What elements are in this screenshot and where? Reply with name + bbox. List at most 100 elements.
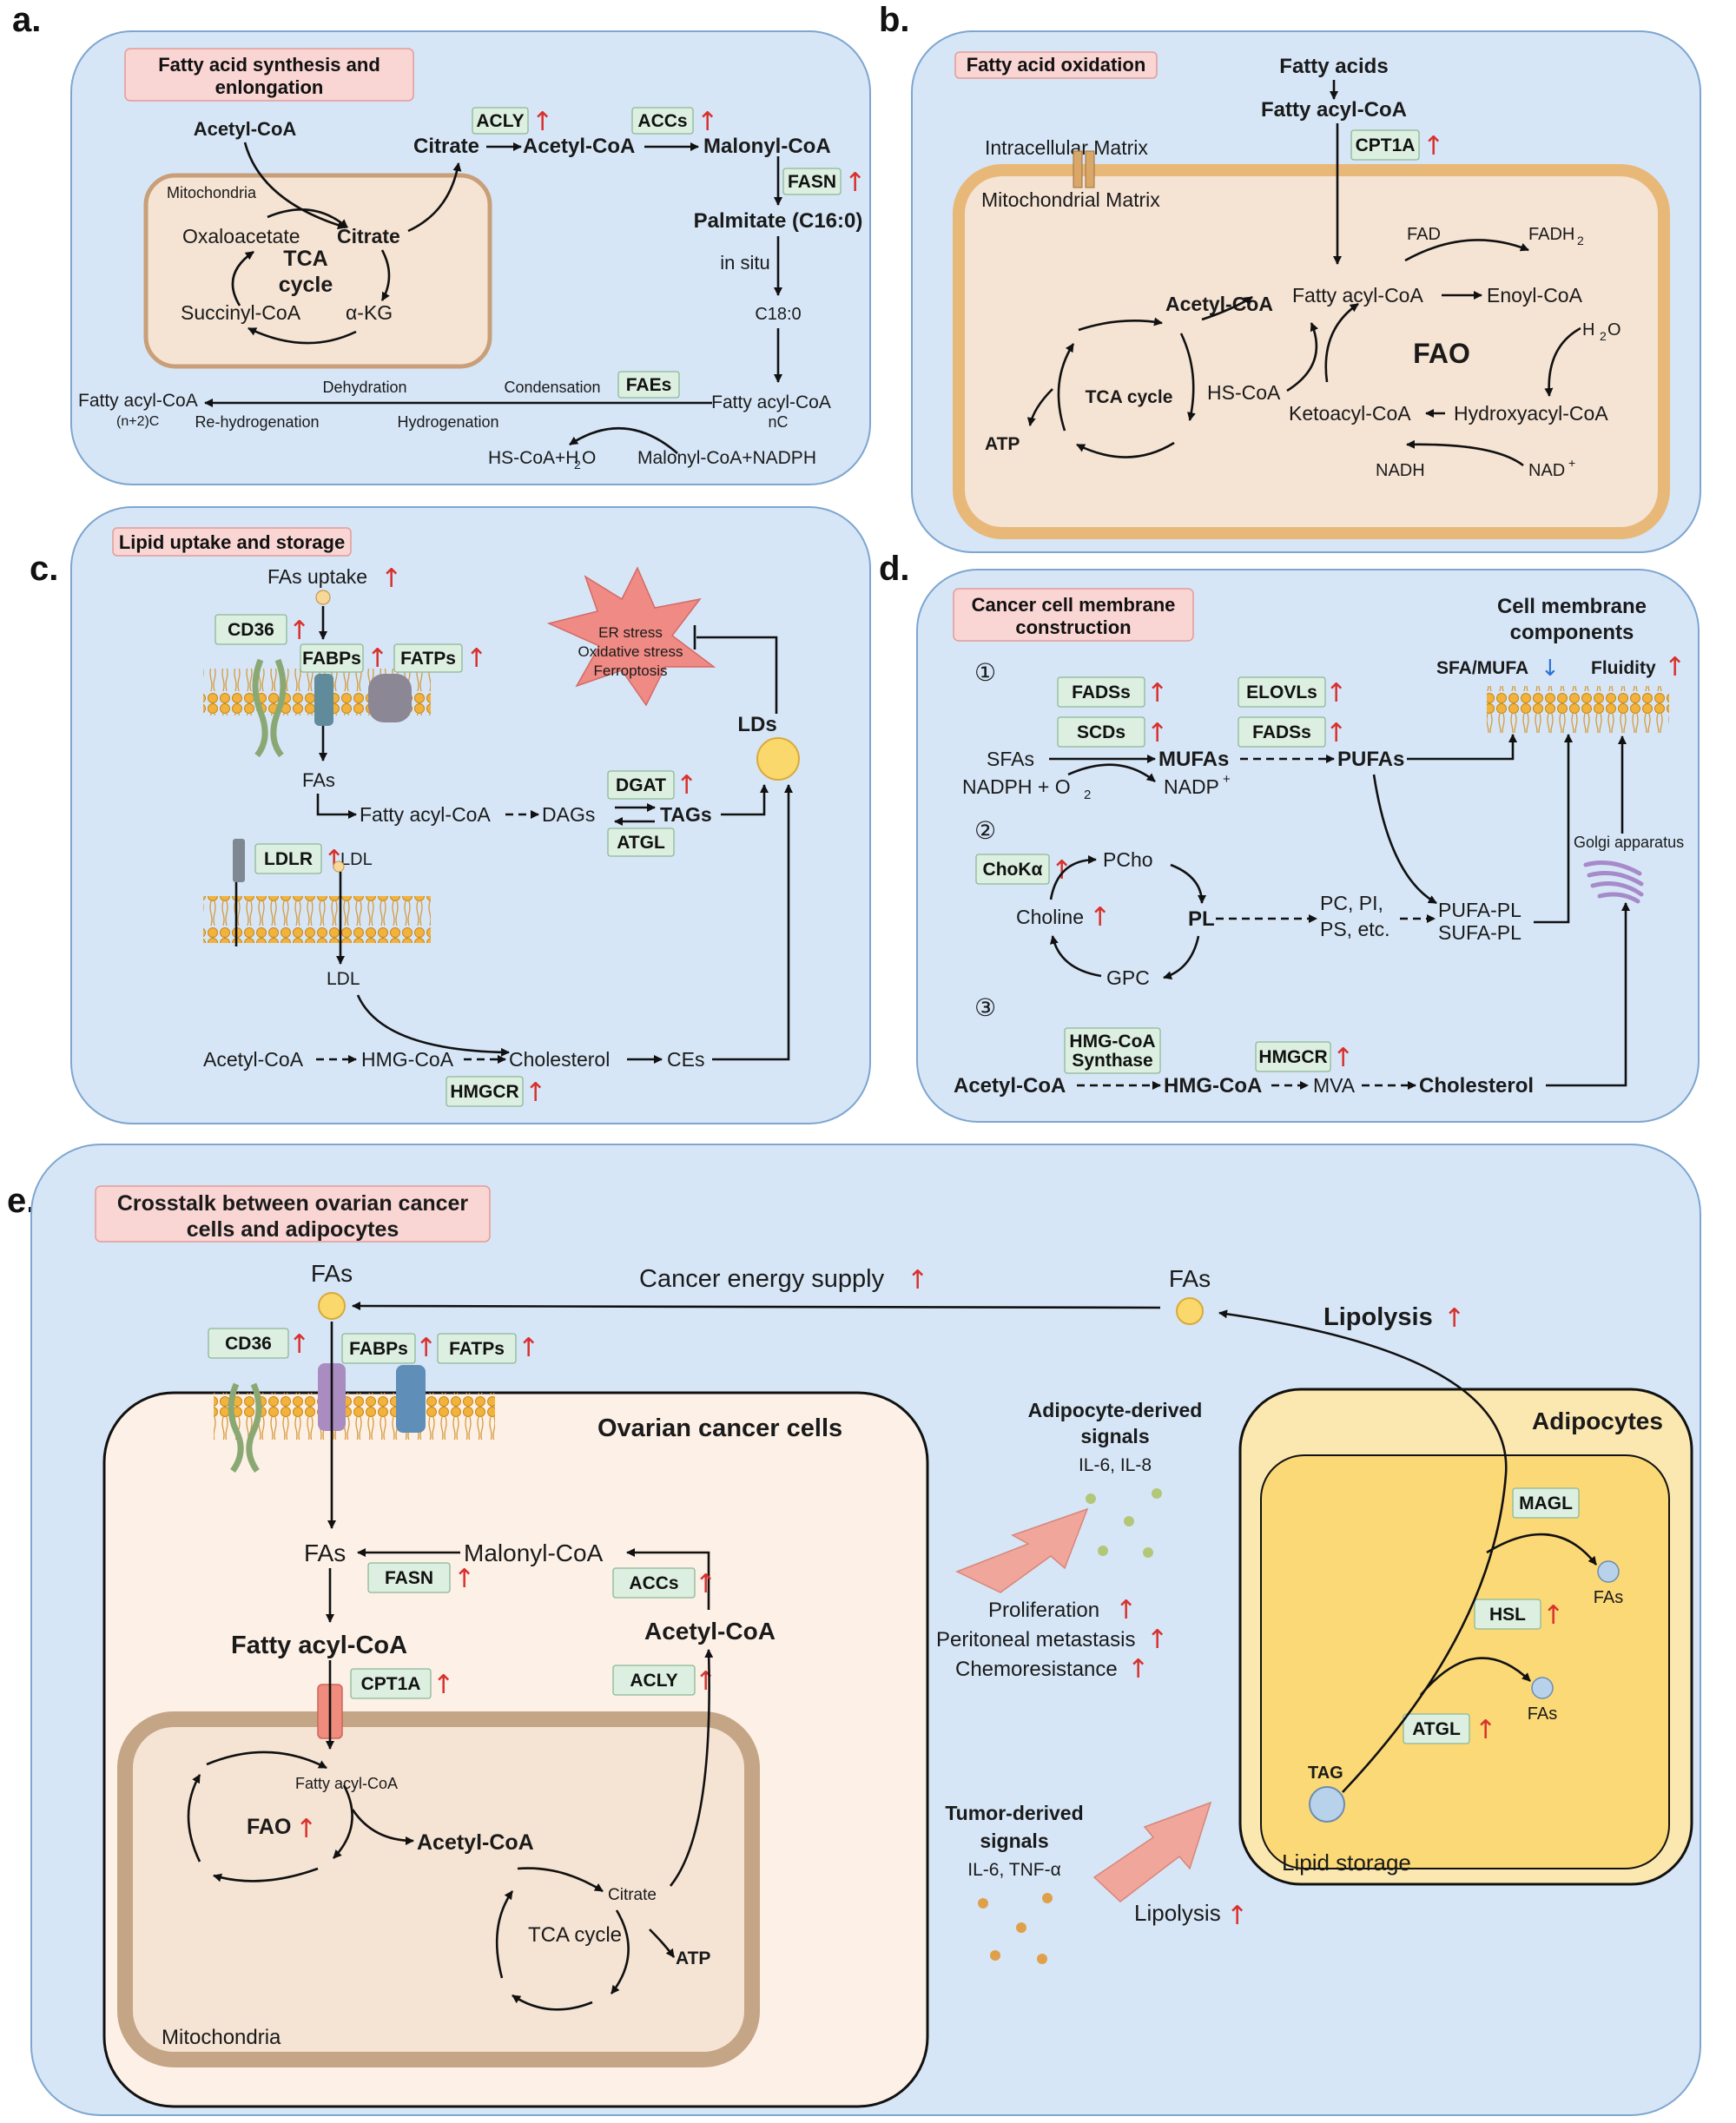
panel-e-mito-label: Mitochondria (162, 2026, 281, 2049)
panel-b-mitochondria (953, 164, 1670, 539)
panel-e-citrate: Citrate (608, 1886, 657, 1904)
panel-b-fad: FAD (1407, 225, 1441, 244)
panel-c-membrane-bottom (203, 896, 431, 943)
panel-e-dot-g5 (1143, 1547, 1153, 1558)
panel-e-fao: FAO (247, 1815, 291, 1839)
panel-d-mufas: MUFAs (1158, 748, 1229, 771)
panel-d-elovls-up: ↑ (1325, 678, 1347, 709)
panel-e-prolif-up: ↑ (1115, 1595, 1137, 1625)
panel-e-prolif: Proliferation (988, 1599, 1099, 1622)
panel-c-fas-uptake-up: ↑ (380, 564, 402, 594)
panel-e-hsl: HSL (1489, 1605, 1526, 1625)
panel-e-fabps-up: ↑ (415, 1333, 437, 1363)
panel-b-h2o-o: O (1607, 320, 1621, 340)
panel-c-hmgcr: HMGCR (450, 1082, 518, 1102)
panel-e-magl: MAGL (1519, 1493, 1573, 1513)
panel-c-dgat-up: ↑ (676, 770, 697, 801)
panel-d: d. Cancer cell membrane construction Cel… (879, 550, 1700, 1123)
panel-a-c18: C18:0 (755, 305, 801, 324)
panel-c-fas-uptake: FAs uptake (267, 565, 367, 588)
panel-a-malonyl-coa: Malonyl-CoA (703, 135, 831, 158)
panel-a-mitochondria (143, 173, 492, 369)
panel-b-fadh2: FADH (1528, 225, 1574, 244)
panel-b-enoyl: Enoyl-CoA (1487, 284, 1583, 307)
panel-d-sfa: SFA/MUFA (1436, 658, 1528, 678)
panel-a-accs-up: ↑ (696, 107, 718, 137)
panel-e-fatps-box (437, 1333, 517, 1364)
panel-e-hsl-up: ↑ (1542, 1600, 1564, 1631)
panel-a-accs: ACCs (637, 111, 687, 131)
panel-e-adipo-sig-1: Adipocyte-derived (1028, 1399, 1203, 1421)
panel-d-acetyl: Acetyl-CoA (954, 1074, 1066, 1098)
panel-e-dot-o3 (1016, 1922, 1026, 1933)
panel-d-nadph: NADPH + O (962, 775, 1071, 798)
panel-e-tumor-sig-1: Tumor-derived (945, 1802, 1083, 1824)
panel-d-title-2: construction (1015, 616, 1131, 638)
panel-c-stress-star (546, 566, 716, 707)
panel-a-nc: nC (768, 413, 788, 431)
panel-d-hmgcr: HMGCR (1258, 1047, 1327, 1067)
panel-e-cd36-up: ↑ (288, 1329, 310, 1360)
panel-d-pcho: PCho (1103, 848, 1153, 871)
panel-a-hydrogenation: Hydrogenation (397, 413, 498, 431)
panel-d-pufas: PUFAs (1337, 748, 1404, 771)
panel-a-acetyl-coa: Acetyl-CoA (523, 135, 635, 158)
panel-a-title-2: enlongation (215, 76, 324, 98)
panel-e-fas-top: FAs (311, 1260, 353, 1287)
panel-c-acetyl: Acetyl-CoA (203, 1048, 304, 1071)
panel-b-title: Fatty acid oxidation (967, 54, 1146, 76)
panel-e-hsl-box (1474, 1599, 1541, 1630)
panel-e-fa-b (1531, 1677, 1554, 1699)
panel-d-golgi: Golgi apparatus (1574, 834, 1684, 851)
panel-d-nadp-plus: + (1223, 772, 1231, 787)
panel-e-cpt1a: CPT1A (361, 1674, 421, 1694)
panel-a-palmitate: Palmitate (C16:0) (694, 209, 863, 233)
panel-e-fabps-box (341, 1333, 416, 1364)
panel-e-dot-o1 (978, 1898, 988, 1909)
panel-a: a. Fatty acid synthesis and enlongation … (12, 1, 871, 485)
panel-b-hydroxyacyl: Hydroxyacyl-CoA (1454, 402, 1608, 425)
panel-e-il6-8: IL-6, IL-8 (1079, 1455, 1152, 1475)
panel-d-choline: Choline (1016, 906, 1084, 928)
panel-e-acly-box (612, 1665, 696, 1696)
panel-e-atgl: ATGL (1412, 1719, 1461, 1739)
panel-c-fa-droplet (315, 590, 331, 605)
panel-a-fatty-acyl-n2: Fatty acyl-CoA (78, 391, 198, 411)
panel-d-golgi-icon (1583, 860, 1644, 904)
panel-e-cd36-protein (228, 1382, 244, 1474)
panel-a-citrate: Citrate (413, 135, 479, 158)
panel-e-acetyl-mid: Acetyl-CoA (417, 1830, 534, 1855)
panel-d-pc: PC, PI, (1320, 892, 1383, 914)
panel-c-ldl-top: LDL (340, 850, 373, 869)
panel-d-hmgcs-2: Synthase (1072, 1051, 1152, 1071)
panel-d-chol: Cholesterol (1419, 1074, 1534, 1098)
panel-b-transporter-left (1073, 150, 1083, 188)
panel-c-fabps-protein (314, 674, 333, 726)
panel-e-fas-in: FAs (304, 1540, 346, 1566)
panel-e-dot-g4 (1098, 1546, 1108, 1556)
panel-c-cd36-protein-2 (270, 658, 287, 758)
panel-d-fadss2: FADSs (1252, 722, 1311, 742)
panel-e-fasn: FASN (385, 1568, 433, 1588)
panel-e-fasn-up: ↑ (453, 1564, 475, 1594)
panel-c-fabps-box (300, 643, 364, 673)
panel-e-arrow-to-adipocyte (1092, 1801, 1212, 1902)
panel-letter-b: b. (879, 1, 910, 39)
panel-e-acly-up: ↑ (695, 1666, 716, 1697)
panel-c-dgat-box (607, 770, 675, 800)
panel-e-energy: Cancer energy supply (639, 1265, 885, 1293)
panel-e-cpt1a-up: ↑ (432, 1670, 454, 1700)
panel-d-comp-2: components (1510, 621, 1634, 644)
panel-e-lipolysis-top: Lipolysis (1323, 1303, 1433, 1331)
panel-e-lipolysis-top-up: ↑ (1443, 1303, 1465, 1334)
panel-c-dgat: DGAT (616, 775, 666, 795)
panel-c-title: Lipid uptake and storage (119, 531, 345, 553)
panel-b-h2o-sub: 2 (1600, 329, 1607, 343)
panel-b-atp: ATP (985, 434, 1020, 454)
panel-b-mito-matrix: Mitochondrial Matrix (981, 188, 1160, 211)
panel-e-fabps: FABPs (349, 1339, 408, 1359)
panel-b-acetyl-coa: Acetyl-CoA (1165, 293, 1273, 315)
panel-a-fasn: FASN (788, 172, 836, 192)
panel-d-sfas: SFAs (987, 748, 1034, 770)
panel-d-fadss: FADSs (1072, 682, 1131, 702)
